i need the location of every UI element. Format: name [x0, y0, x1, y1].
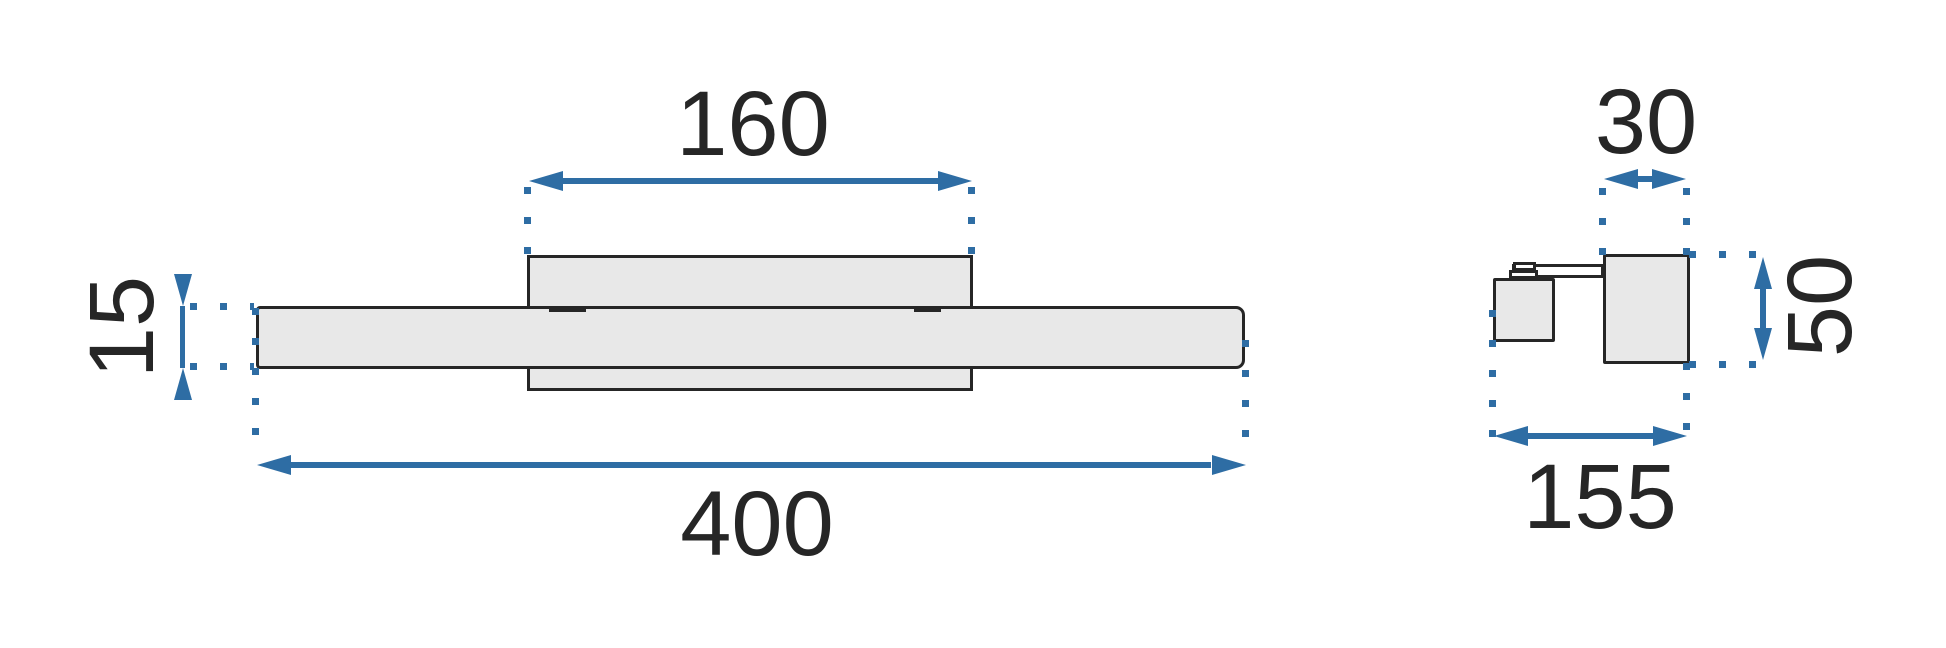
extension-line: [190, 363, 254, 370]
side-clip-top: [1513, 262, 1536, 271]
dim-label-top-depth: 30: [1594, 71, 1698, 173]
arrowhead-right-icon: [938, 171, 972, 191]
dim-label-bar-height: 15: [71, 275, 173, 379]
extension-line: [1683, 188, 1690, 256]
dim-label-total-depth: 155: [1523, 446, 1677, 548]
dim-line-head-height: [1760, 287, 1766, 331]
extension-line: [1689, 361, 1759, 368]
arrowhead-down-icon: [174, 274, 192, 306]
arrowhead-left-icon: [1494, 426, 1528, 446]
arrowhead-right-icon: [1652, 169, 1686, 189]
extension-line: [968, 187, 975, 255]
extension-line: [1683, 363, 1690, 431]
arrowhead-left-icon: [1604, 169, 1638, 189]
extension-line: [252, 308, 259, 436]
extension-line: [1489, 310, 1496, 438]
arrowhead-up-icon: [1754, 257, 1772, 289]
dim-line-total-depth: [1526, 433, 1655, 439]
dim-line-top-depth: [1634, 176, 1656, 182]
dim-line-bar-height: [180, 306, 185, 368]
arrowhead-right-icon: [1212, 455, 1246, 475]
front-diffuser-bar: [256, 306, 1245, 369]
arrowhead-up-icon: [174, 368, 192, 400]
front-mount-tab-right: [914, 306, 941, 312]
dim-label-head-height: 50: [1769, 254, 1871, 358]
dim-line-inner-width: [560, 178, 941, 184]
arrowhead-right-icon: [1653, 426, 1687, 446]
dim-label-inner-width: 160: [676, 73, 830, 175]
dim-line-total-width: [291, 462, 1211, 468]
side-lamp-head: [1603, 254, 1690, 364]
arrowhead-left-icon: [529, 171, 563, 191]
extension-line: [1599, 188, 1606, 256]
extension-line: [1689, 251, 1759, 258]
extension-line: [190, 303, 254, 310]
front-mount-tab-left: [549, 306, 586, 312]
side-wall-box: [1493, 278, 1555, 342]
extension-line: [524, 187, 531, 255]
arrowhead-down-icon: [1754, 328, 1772, 360]
dim-label-total-width: 400: [680, 473, 834, 575]
arrowhead-left-icon: [257, 455, 291, 475]
side-clip-bottom: [1509, 270, 1538, 279]
extension-line: [1242, 340, 1249, 438]
